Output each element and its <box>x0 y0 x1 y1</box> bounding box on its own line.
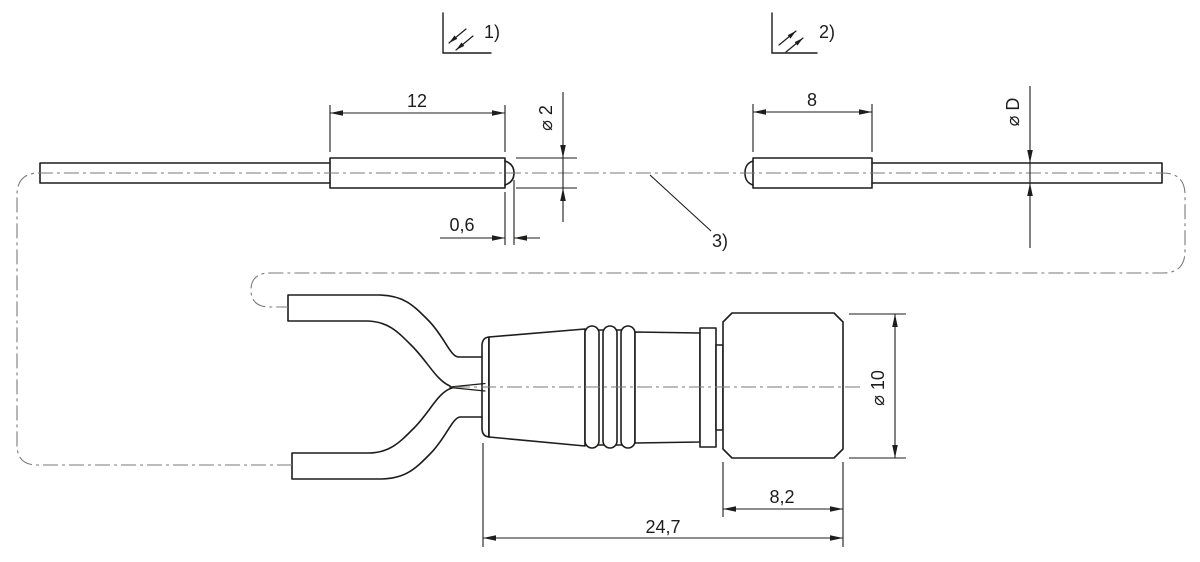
dim-probe-right-length: 8 <box>752 90 873 152</box>
centerlines <box>16 172 1186 466</box>
note-1-label: 1) <box>484 22 500 42</box>
dim-text-8: 8 <box>807 90 817 110</box>
arrow <box>330 110 343 116</box>
connector-body <box>481 312 844 459</box>
dim-total-length: 24,7 <box>482 443 843 547</box>
arrow <box>560 145 566 158</box>
left-probe-sleeve <box>329 157 506 189</box>
corner-bracket-icon <box>771 12 818 54</box>
dim-text-12: 12 <box>407 91 427 111</box>
dim-lines-12 <box>329 105 506 152</box>
dim-probe-left-length: 12 <box>329 91 506 152</box>
optical-axis-symbol-2: 2) <box>771 12 835 54</box>
upper-tube <box>287 294 483 387</box>
arrow <box>892 445 898 458</box>
dim-lines-06 <box>440 180 540 245</box>
arrow <box>723 506 736 512</box>
merged-fiber-wedge <box>449 382 486 392</box>
arrow <box>560 188 566 201</box>
dim-cap-diameter: ⌀ 10 <box>849 313 906 459</box>
arrow <box>514 235 527 241</box>
optical-axis-symbol-1: 1) <box>442 12 500 54</box>
dim-text-d10: ⌀ 10 <box>868 370 888 406</box>
arrow <box>830 535 843 541</box>
note-3-label: 3) <box>712 231 728 251</box>
fiber-y-split <box>287 294 486 480</box>
arrow <box>753 109 766 115</box>
dim-text-82: 8,2 <box>769 487 794 507</box>
dim-cap-length: 8,2 <box>722 462 844 547</box>
right-probe-sleeve <box>752 157 873 189</box>
main-centerline <box>16 172 1186 466</box>
connector-end-cap <box>722 312 844 459</box>
dim-cable-diameter: ⌀ D <box>1003 86 1033 248</box>
leader-line <box>649 174 712 232</box>
arrow <box>1027 183 1033 196</box>
corner-bracket-icon <box>442 12 492 54</box>
dim-tip-length: 0,6 <box>440 180 540 245</box>
dim-text-247: 24,7 <box>645 517 680 537</box>
arrow <box>492 110 505 116</box>
arrow <box>892 314 898 327</box>
dim-probe-left-diameter: ⌀ 2 <box>516 92 577 222</box>
dim-lines-247 <box>482 443 843 547</box>
arrow <box>830 506 843 512</box>
note-3-callout: 3) <box>649 174 728 251</box>
arrow <box>483 535 496 541</box>
body-segments <box>597 329 623 446</box>
arrow <box>859 109 872 115</box>
dim-text-d2: ⌀ 2 <box>536 105 556 131</box>
arrow <box>1027 150 1033 163</box>
arrow <box>492 235 505 241</box>
dim-text-dD: ⌀ D <box>1003 98 1023 127</box>
dim-lines-8 <box>752 104 873 152</box>
dim-lines-d10 <box>849 313 906 459</box>
dim-lines-82 <box>722 462 844 547</box>
note-2-label: 2) <box>819 22 835 42</box>
dim-text-06: 0,6 <box>449 215 474 235</box>
lower-tube <box>291 387 483 480</box>
